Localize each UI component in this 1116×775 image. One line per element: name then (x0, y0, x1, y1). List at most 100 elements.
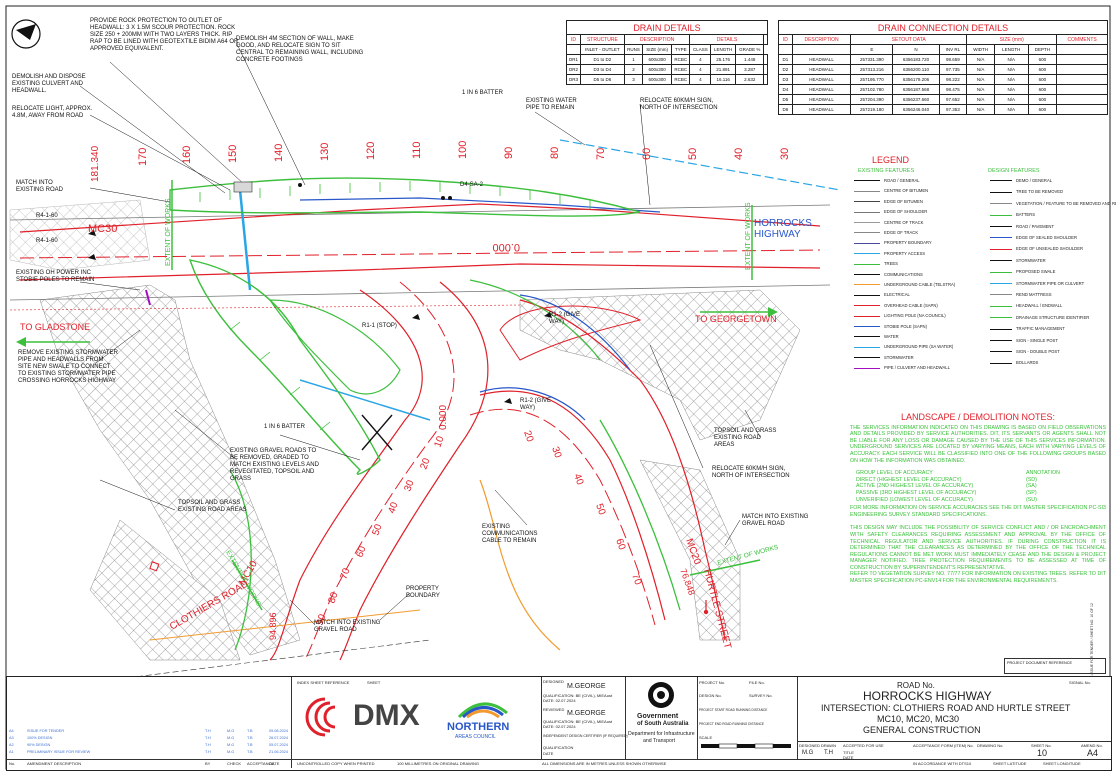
drain-conn-cell: 98.659 (938, 54, 968, 65)
legend-label: CENTRE OF TRACK (884, 219, 924, 225)
drain-conn-cell-comment (1056, 54, 1108, 65)
dept-line-2: and Transport (643, 738, 676, 744)
drain-details-group-1: STRUCTURE (580, 34, 625, 45)
scale-bar-icon (701, 743, 791, 749)
dept-line-1: Department for Infrastructure (628, 731, 695, 737)
amendment-header: ACCEPTANCE (247, 761, 275, 766)
legend-swatch-icon (990, 328, 1012, 330)
legend-label: TREE TO BE REMOVED (1016, 189, 1064, 195)
legend-title: LEGEND (872, 155, 910, 165)
drain-conn-cell-comment (1056, 74, 1108, 85)
mc20-tick-30: 30 (549, 445, 563, 460)
legend-swatch-icon (990, 317, 1012, 319)
drain-details-cell: DR3 (565, 74, 582, 85)
amend-no-label: AMEND No. (1081, 743, 1103, 748)
drain-details-cell: 600x300 (642, 74, 673, 85)
legend-design-item: SIGN - DOUBLE POST (990, 349, 1060, 354)
drain-details-col-5: CLASS (689, 44, 712, 55)
note-comms-cable: EXISTING COMMUNICATIONS CABLE TO REMAIN (482, 524, 538, 544)
mc30-tick-70: 70 (595, 148, 607, 160)
legend-swatch-icon (990, 260, 1012, 262)
drain-conn-cell: N/A (966, 104, 996, 115)
amendment-cell: A4 (9, 729, 14, 733)
drain-conn-group-0: ID (778, 34, 793, 45)
to-gladstone-label: TO GLADSTONE (20, 322, 91, 332)
drain-conn-cell: 97.353 (938, 104, 968, 115)
amendment-cell: 05.07.2024 (269, 743, 289, 747)
design-no-label: DESIGN No. (699, 693, 722, 698)
communications-cable (479, 479, 561, 651)
date-label: DATE (843, 755, 854, 760)
gov-line-1: Government (637, 713, 679, 720)
legend-label: STOBIE POLE (SAPN) (884, 323, 927, 329)
legend-existing-item: TREES (854, 261, 898, 266)
legend-existing-item: UNDERGROUND CABLE (TELSTRA) (854, 282, 955, 287)
legend-swatch-icon (990, 237, 1012, 239)
sign-label-r1-2b: R1-2 (GIVE WAY) (520, 398, 552, 411)
note-relocate-sign-2: RELOCATE 60km/h SIGN, NORTH OF INTERSECT… (712, 466, 790, 479)
sheet-no: 10 (1037, 748, 1048, 758)
legend-design-item: PROPOSED SWALE (990, 269, 1055, 274)
legend-swatch-icon (854, 211, 880, 213)
legend-existing-item: UNDERGROUND PIPE (SA WATER) (854, 344, 953, 349)
drain-details-cell: 2.632 (735, 74, 765, 85)
legend-label: PIPE / CULVERT AND HEADWALL (884, 365, 950, 371)
legend-swatch-icon (990, 225, 1012, 227)
legend-design-item: STORMWATER PIPE OR CULVERT (990, 281, 1084, 286)
drain-conn-cell: N/A (994, 74, 1029, 85)
drain-details-cell-pad (763, 74, 768, 85)
mc30-label: MC30 (88, 223, 118, 235)
legend-label: WATER (884, 334, 899, 339)
scale-label: SCALE (699, 735, 713, 740)
mc20-tick-20: 20 (521, 429, 535, 444)
legend-existing-item: STOBIE POLE (SAPN) (854, 324, 927, 329)
legend-design-header: DESIGN FEATURES (988, 168, 1040, 174)
drain-conn-col-0 (778, 44, 793, 55)
legend-existing-header: EXISTING FEATURES (858, 168, 915, 174)
legend-design-item: ROAD / PAVEMENT (990, 224, 1054, 229)
hatch-area-gravel-left (39, 284, 301, 656)
existing-water-pipe (559, 139, 841, 191)
legend-swatch-icon (854, 263, 880, 265)
stormwater-pipe-crossing (238, 189, 252, 291)
drain-conn-cell-comment (1056, 64, 1108, 75)
drain-conn-col-4: INV RL (938, 44, 968, 55)
drain-details-cell: DR2 (565, 64, 582, 75)
legend-label: CENTRE OF BITUMEN (884, 188, 929, 194)
group-desc: ACTIVE (2nd HIGHEST LEVEL OF ACCURACY) (856, 483, 974, 490)
drain-conn-cell: 600 (1027, 54, 1058, 65)
group-row: UNVERIFIED (LOWEST LEVEL OF ACCURACY)(SU… (856, 497, 1106, 504)
drain-conn-col-2: E (850, 44, 894, 55)
legend-label: SIGN - DOUBLE POST (1016, 349, 1060, 354)
legend-swatch-icon (854, 367, 880, 369)
legend-swatch-icon (854, 305, 880, 307)
note-match-gravel-bottom: MATCH INTO EXISTING GRAVEL ROAD (314, 620, 381, 633)
drain-details-cell-pad (763, 64, 768, 75)
drain-details-cell: 600x300 (642, 64, 673, 75)
drain-conn-cell: 97.735 (938, 64, 968, 75)
mc30-tick-30: 30 (779, 148, 791, 160)
drain-conn-cell: 257219.180 (850, 104, 894, 115)
legend-swatch-icon (990, 180, 1012, 182)
legend-swatch-icon (990, 294, 1012, 296)
legend-label: PROPERTY BOUNDARY (884, 240, 932, 246)
survey-no-label: SURVEY No. (749, 693, 773, 698)
drain-details-group-3: DETAILS (689, 34, 765, 45)
legend-label: SIGN - SINGLE POST (1016, 337, 1058, 343)
legend-swatch-icon (854, 346, 880, 348)
note-stobie: EXISTING OH POWER INC STOBIE POLES TO RE… (16, 270, 95, 283)
landscape-para3: THIS DESIGN MAY INCLUDE THE POSSIBILITY … (850, 525, 1106, 571)
mc30-tick-110: 110 (411, 141, 423, 159)
drain-details-cell: 3 (623, 74, 644, 85)
drain-details-cell: D3 to D4 (580, 64, 625, 75)
sign-label-r4-a: R4-1-60 (36, 213, 58, 219)
leader-lines (79, 41, 761, 626)
